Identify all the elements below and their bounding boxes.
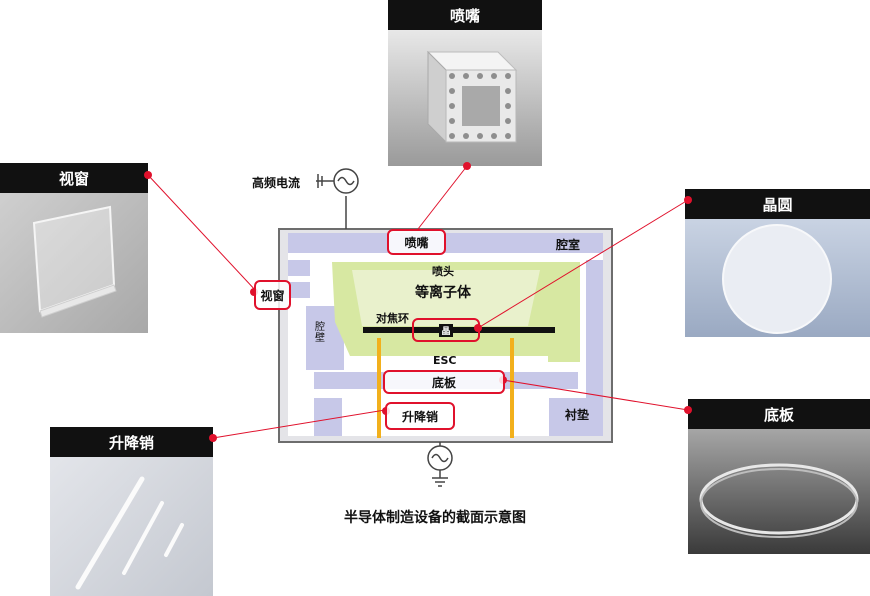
nozzle-callout: 喷嘴: [387, 229, 446, 255]
diagram-caption: 半导体制造设备的截面示意图: [0, 507, 870, 527]
side-wall-label: 腔壁: [315, 322, 327, 344]
lift-pin-callout: 升降销: [385, 402, 455, 430]
wafer-callout: 晶: [412, 318, 480, 342]
base-plate-callout: 底板: [383, 370, 505, 394]
focus-ring-label: 对焦环: [376, 310, 409, 326]
window-callout: 视窗: [254, 280, 291, 310]
plasma-label: 等离子体: [415, 282, 471, 302]
rf-current-label: 高频电流: [252, 174, 300, 191]
chamber-label: 腔室: [556, 236, 580, 253]
liner-label: 衬垫: [565, 406, 589, 423]
shower-head-label: 喷头: [432, 263, 454, 279]
esc-label: ESC: [433, 354, 457, 367]
wafer-short-label: 晶: [439, 324, 452, 337]
